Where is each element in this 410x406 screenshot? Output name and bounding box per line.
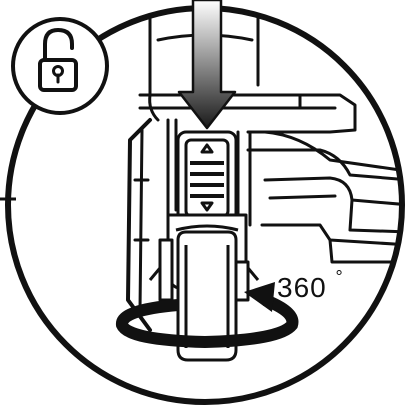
up-triangle-icon <box>200 143 214 154</box>
swivel-lock-latch <box>176 130 238 226</box>
rotation-arrow <box>116 282 299 349</box>
circular-arrow-icon <box>116 294 299 349</box>
rotation-value: 360 <box>277 272 327 303</box>
rotation-degree-label: 360 ° <box>277 267 344 303</box>
degree-symbol: ° <box>336 267 344 287</box>
caster-wheel <box>176 230 238 362</box>
unlocked-padlock-icon <box>11 17 109 115</box>
down-triangle-icon <box>200 201 214 212</box>
arrow-down-icon <box>177 0 237 130</box>
